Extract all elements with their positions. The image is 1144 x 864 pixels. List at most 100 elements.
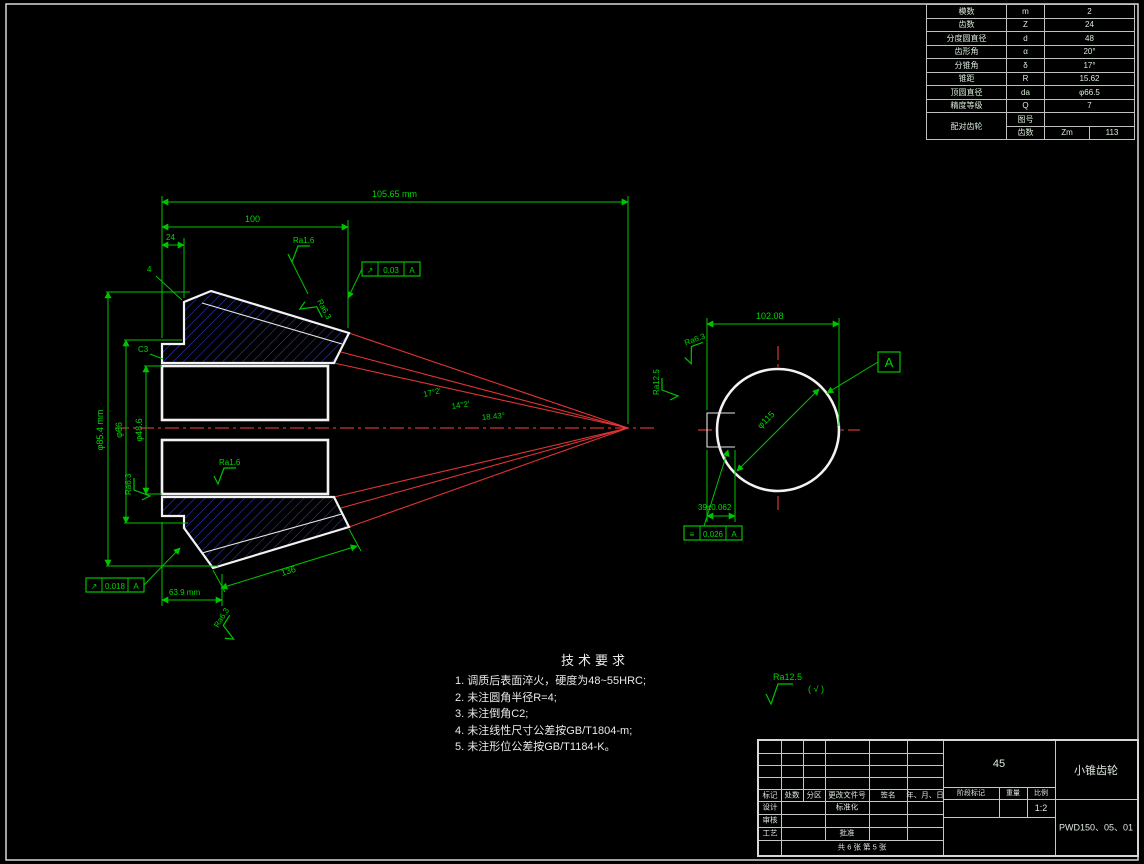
sheet-count: 共 6 张 第 5 张 <box>837 842 887 852</box>
tolerance-value: 0.026 <box>703 530 724 539</box>
param-value: 2 <box>1044 4 1135 19</box>
roughness-bottom: Ra6.3 <box>212 606 236 640</box>
part-name: 小锥齿轮 <box>1074 765 1118 777</box>
roughness-top: Ra1.6 <box>287 236 315 295</box>
param-symbol: m <box>1006 4 1045 19</box>
approve-label: 批准 <box>839 828 855 838</box>
param-pair-row2-symbol: Zm <box>1044 125 1090 140</box>
scale-value: 1:2 <box>1034 803 1048 813</box>
roughness-top-label: Ra1.6 <box>293 236 315 245</box>
tech-req-item: 4. 未注线性尺寸公差按GB/T1804-m; <box>455 724 633 737</box>
angle-dim-1: 17°2′ <box>422 386 442 399</box>
gear-rim-lower <box>160 495 351 570</box>
param-value: 7 <box>1044 98 1135 113</box>
rev-header-cell: 标记 <box>762 790 778 800</box>
rev-header-cell: 处数 <box>784 790 800 800</box>
sheet-frame <box>5 3 1139 861</box>
tech-req-item: 3. 未注倒角C2; <box>455 708 529 720</box>
tolerance-symbol: ↗ <box>91 582 98 591</box>
roughness-side-2: Ra12.5 <box>652 369 680 401</box>
sign-row-label: 审核 <box>762 815 778 825</box>
dim-side-top: 102.08 <box>756 311 784 321</box>
param-symbol: d <box>1006 31 1045 46</box>
param-value: 15.62 <box>1044 71 1135 86</box>
stage-label: 阶段标记 <box>957 790 985 797</box>
material: 45 <box>992 758 1006 770</box>
sign-row-label: 设计 <box>762 802 778 812</box>
param-symbol: Q <box>1006 98 1045 113</box>
bore-upper <box>160 364 330 422</box>
dia-outer: φ85.4 mm <box>95 410 105 451</box>
chamfer-c3: C3 <box>138 345 149 354</box>
surface-note: Ra12.5 ( √ ) <box>765 672 824 706</box>
rev-header-cell: 年、月、日 <box>906 790 944 800</box>
rev-header-cell: 签名 <box>880 790 896 800</box>
param-pair-row1-label: 图号 <box>1006 112 1045 127</box>
param-symbol: δ <box>1006 58 1045 73</box>
tolerance-symbol: ↗ <box>367 266 374 275</box>
roughness-front: Ra6.3 <box>124 473 152 501</box>
tech-req-item: 5. 未注形位公差按GB/T1184-K。 <box>455 741 616 753</box>
tooth-root-line-upper <box>201 302 343 345</box>
param-pair-row2-value: 113 <box>1089 125 1135 140</box>
dia-bore: φ48.6 <box>134 418 144 441</box>
param-pair-label: 配对齿轮 <box>926 112 1007 140</box>
angle-dim-3: 18.43° <box>481 411 505 422</box>
tolerance-value: 0.03 <box>383 266 399 275</box>
dim-face: 136 <box>280 564 297 578</box>
technical-requirements-title: 技术要求 <box>560 653 629 668</box>
dim-back: 63.9 mm <box>169 588 200 597</box>
tolerance-datum: A <box>133 582 139 591</box>
param-label: 齿形角 <box>926 44 1007 59</box>
title-block: 标记 处数 分区 更改文件号 签名 年、月、日 设计 审核 工艺 标准化 批准 … <box>757 739 1139 857</box>
param-label: 齿数 <box>926 17 1007 32</box>
datum-label: A <box>885 355 894 370</box>
tolerance-symbol: ≡ <box>690 530 695 539</box>
dim-total-length: 105.65 mm <box>372 189 417 199</box>
keyway <box>706 412 735 448</box>
param-label: 分锥角 <box>926 58 1007 73</box>
gear-rim-upper <box>160 289 351 365</box>
rev-header-cell: 分区 <box>806 790 822 800</box>
roughness-bore: Ra1.6 <box>213 458 241 486</box>
scale-label: 比例 <box>1034 790 1048 797</box>
param-symbol: R <box>1006 71 1045 86</box>
param-value: 48 <box>1044 31 1135 46</box>
param-value: 20° <box>1044 44 1135 59</box>
weight-label: 重量 <box>1006 790 1020 797</box>
param-value: 24 <box>1044 17 1135 32</box>
param-symbol: α <box>1006 44 1045 59</box>
rev-header-cell: 更改文件号 <box>828 790 866 800</box>
tech-req-item: 1. 调质后表面淬火，硬度为48~55HRC; <box>455 675 647 687</box>
bore-lower <box>160 438 330 496</box>
tolerance-datum: A <box>731 530 737 539</box>
surface-note-roughness: Ra12.5 <box>773 672 802 682</box>
param-symbol: Z <box>1006 17 1045 32</box>
angle-dim-2: 14°2′ <box>451 399 471 411</box>
dimensions-main: 105.65 mm 100 24 4 φ85.4 mm φ66 φ48.6 C3… <box>95 189 629 606</box>
roughness-bore-label: Ra1.6 <box>219 458 241 467</box>
surface-note-rest: ( √ ) <box>808 684 824 694</box>
standardization-label: 标准化 <box>835 802 859 812</box>
dim-width: 100 <box>245 214 260 224</box>
sign-row-label: 工艺 <box>762 828 778 838</box>
main-section-view <box>115 289 658 570</box>
dim-hub: 24 <box>166 233 175 242</box>
side-view: φ115 102.08 39±0.062 A ≡ 0.026 A Ra6.3 <box>652 311 901 541</box>
roughness-front-label: Ra6.3 <box>124 473 133 495</box>
tolerance-datum: A <box>409 266 415 275</box>
drawing-number: PWD150、05、01 <box>1058 822 1134 833</box>
tolerance-value: 0.018 <box>105 582 126 591</box>
dim-keyway: 39±0.062 <box>698 503 732 512</box>
param-label: 模数 <box>926 4 1007 19</box>
param-value: φ66.5 <box>1044 85 1135 100</box>
tolerance-frame-side: ≡ 0.026 A <box>683 449 743 541</box>
param-label: 锥距 <box>926 71 1007 86</box>
tech-req-item: 2. 未注圆角半径R=4; <box>455 691 557 704</box>
technical-requirements: 技术要求 1. 调质后表面淬火，硬度为48~55HRC; 2. 未注圆角半径R=… <box>455 650 735 756</box>
param-label: 精度等级 <box>926 98 1007 113</box>
param-symbol: da <box>1006 85 1045 100</box>
